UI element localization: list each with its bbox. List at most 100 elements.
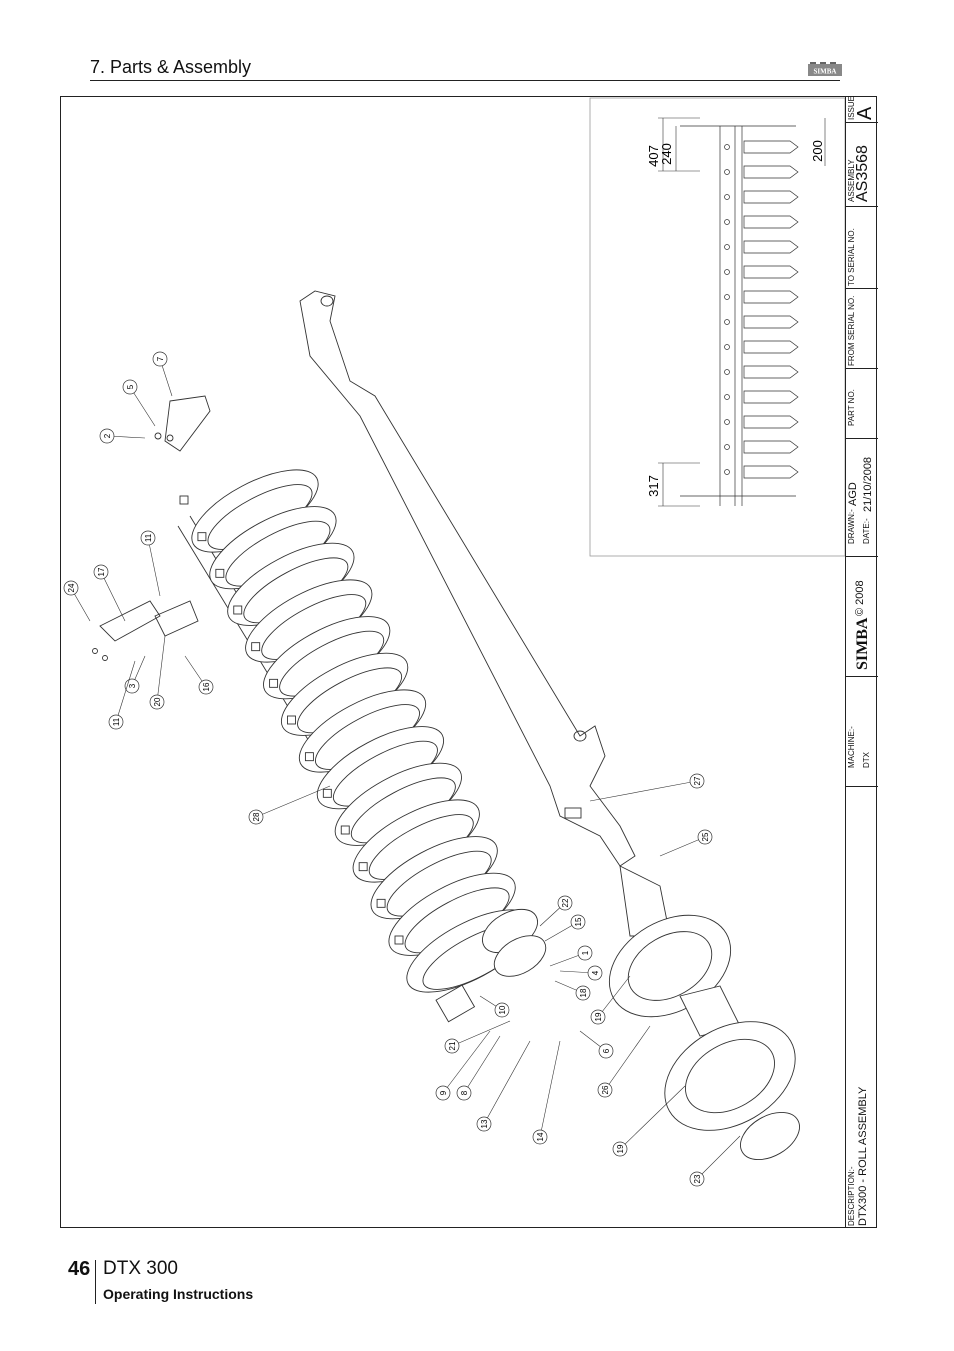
callout-bubble: [598, 1043, 614, 1059]
callout-leader: [597, 975, 631, 1018]
inset-disc: [743, 190, 799, 204]
end-assembly: [435, 865, 800, 1161]
callout-bubble: [476, 1116, 492, 1132]
callout-leader: [115, 660, 136, 723]
inset-bolt: [724, 269, 730, 275]
callout: 11: [140, 530, 161, 597]
callout-leader: [451, 1020, 511, 1047]
callout-bubble: [122, 379, 138, 395]
callout-bubble: [248, 809, 264, 825]
callout-number: 11: [144, 533, 153, 542]
callout-leader: [539, 1040, 561, 1138]
callout-bubble: [149, 694, 165, 710]
callout-bubble: [689, 773, 705, 789]
callout: 16: [184, 655, 214, 695]
tb-divider: [846, 676, 878, 677]
callout-bubble: [590, 1009, 606, 1025]
callout: 15: [544, 914, 586, 942]
fastener: [166, 434, 174, 442]
callout: 1: [549, 945, 593, 967]
scraper-mount: [340, 825, 350, 835]
inset-bolt: [724, 244, 730, 250]
callout-number: 28: [252, 812, 261, 821]
callout-leader: [483, 1040, 531, 1125]
scraper-mount: [215, 568, 225, 578]
inset-disc: [743, 465, 799, 479]
callout-number: 16: [202, 682, 211, 691]
frame-arm-outline: [299, 290, 636, 867]
callout-number: 2: [103, 433, 112, 438]
callout-bubble: [689, 1171, 705, 1187]
tb-divider: [846, 438, 878, 439]
end-disc-19b-inner: [685, 1038, 775, 1114]
callout-bubble: [140, 530, 156, 546]
dim-240: 240: [659, 143, 674, 165]
tb-divider: [846, 288, 878, 289]
copyright: © 2008: [854, 580, 866, 616]
callout-bubble: [575, 985, 591, 1001]
scraper-mount: [322, 788, 332, 798]
header-divider: [90, 80, 840, 81]
callout: 2: [99, 428, 146, 444]
callout-number: 17: [97, 567, 106, 576]
date-value: 21/10/2008: [862, 456, 874, 512]
callout-leader: [100, 571, 126, 622]
callout-leader: [589, 780, 698, 802]
callout-number: 14: [536, 1132, 545, 1141]
dim-317: 317: [646, 475, 661, 497]
callout-number: 22: [561, 898, 570, 907]
callout-number: 4: [591, 970, 600, 975]
bracket-17: [99, 600, 161, 642]
inset-disc: [743, 390, 799, 404]
drawn-value: AGD: [847, 482, 859, 506]
callout-bubble: [577, 945, 593, 961]
callout: 26: [597, 1025, 651, 1098]
callout-leader: [659, 836, 706, 857]
inset-bolt: [724, 444, 730, 450]
callout-bubble: [99, 428, 115, 444]
bracket-7: [164, 395, 211, 452]
bearing-housing: [435, 984, 476, 1023]
callout-number: 6: [602, 1048, 611, 1053]
logo-bar: [808, 64, 842, 76]
callout: 17: [93, 564, 126, 622]
callout-bubble: [597, 1082, 613, 1098]
callout-leader: [129, 386, 156, 427]
to-serial-label: TO SERIAL NO.: [847, 228, 856, 286]
inset-bolt: [724, 319, 730, 325]
inset-disc: [743, 215, 799, 229]
callout: 21: [444, 1020, 511, 1054]
callout: 14: [532, 1040, 561, 1145]
inset-disc: [743, 165, 799, 179]
tb-divider: [846, 786, 878, 787]
dim-407: 407: [646, 145, 661, 167]
end-disc-19-inner: [627, 931, 713, 1001]
inset-bolt: [724, 344, 730, 350]
tb-divider: [846, 368, 878, 369]
brand-logo-text: SIMBA: [854, 617, 871, 670]
callout-number: 26: [601, 1085, 610, 1094]
inset-discs: [724, 140, 799, 479]
callout: 28: [248, 785, 331, 825]
logo-text: SIMBA: [814, 68, 837, 76]
callout-number: 10: [498, 1005, 507, 1014]
inset-disc: [743, 140, 799, 154]
callout-bubble: [198, 679, 214, 695]
callout-bubble: [63, 580, 79, 596]
callout-leader: [255, 785, 331, 818]
callout-number: 7: [156, 356, 165, 361]
callout-leader: [696, 1135, 741, 1180]
tb-divider: [846, 122, 878, 123]
assembly-value: AS3568: [854, 145, 871, 202]
part-no-label: PART NO.: [847, 389, 856, 426]
inset-disc: [743, 415, 799, 429]
inset-bolt: [724, 294, 730, 300]
flange-2: [493, 935, 547, 977]
ring-23: [740, 1111, 800, 1161]
inset-disc: [743, 365, 799, 379]
inset-bolt: [724, 419, 730, 425]
scraper-mount: [287, 715, 296, 725]
callout-leader: [156, 635, 166, 703]
